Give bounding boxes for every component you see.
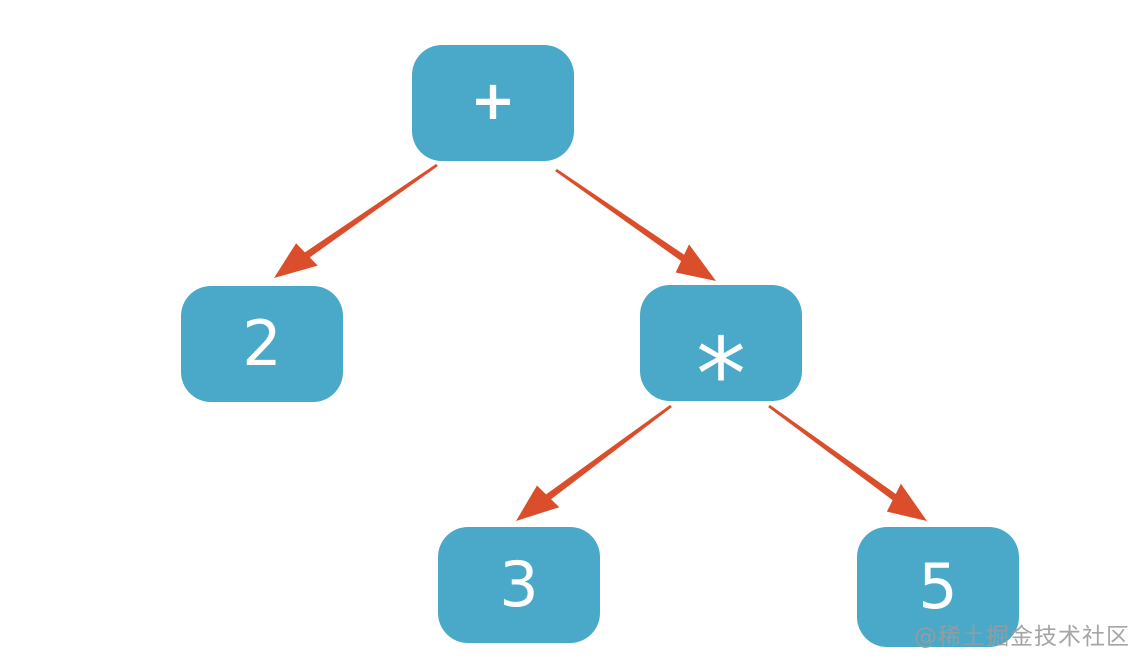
tree-node-plus: + (412, 45, 574, 161)
edge-arrow-shaft (296, 163, 438, 264)
tree-node-5: 5 (857, 527, 1019, 647)
node-label: + (470, 69, 516, 132)
tree-node-3: 3 (438, 527, 600, 643)
edge-arrow-shaft (768, 404, 905, 507)
edge-arrow-head (675, 244, 716, 281)
node-label: 2 (242, 307, 282, 380)
watermark: @稀土掘金技术社区 (914, 624, 1130, 650)
tree-node-multiply: * (640, 285, 802, 425)
edge-arrow-head (886, 483, 927, 521)
edge-arrow-head (274, 243, 318, 278)
tree-node-2: 2 (181, 286, 343, 402)
edge-arrow-shaft (555, 168, 694, 267)
edge-arrow-shaft (537, 404, 672, 507)
edge-arrow-head (516, 485, 560, 521)
node-label: 5 (918, 550, 958, 623)
node-label: 3 (499, 548, 539, 621)
